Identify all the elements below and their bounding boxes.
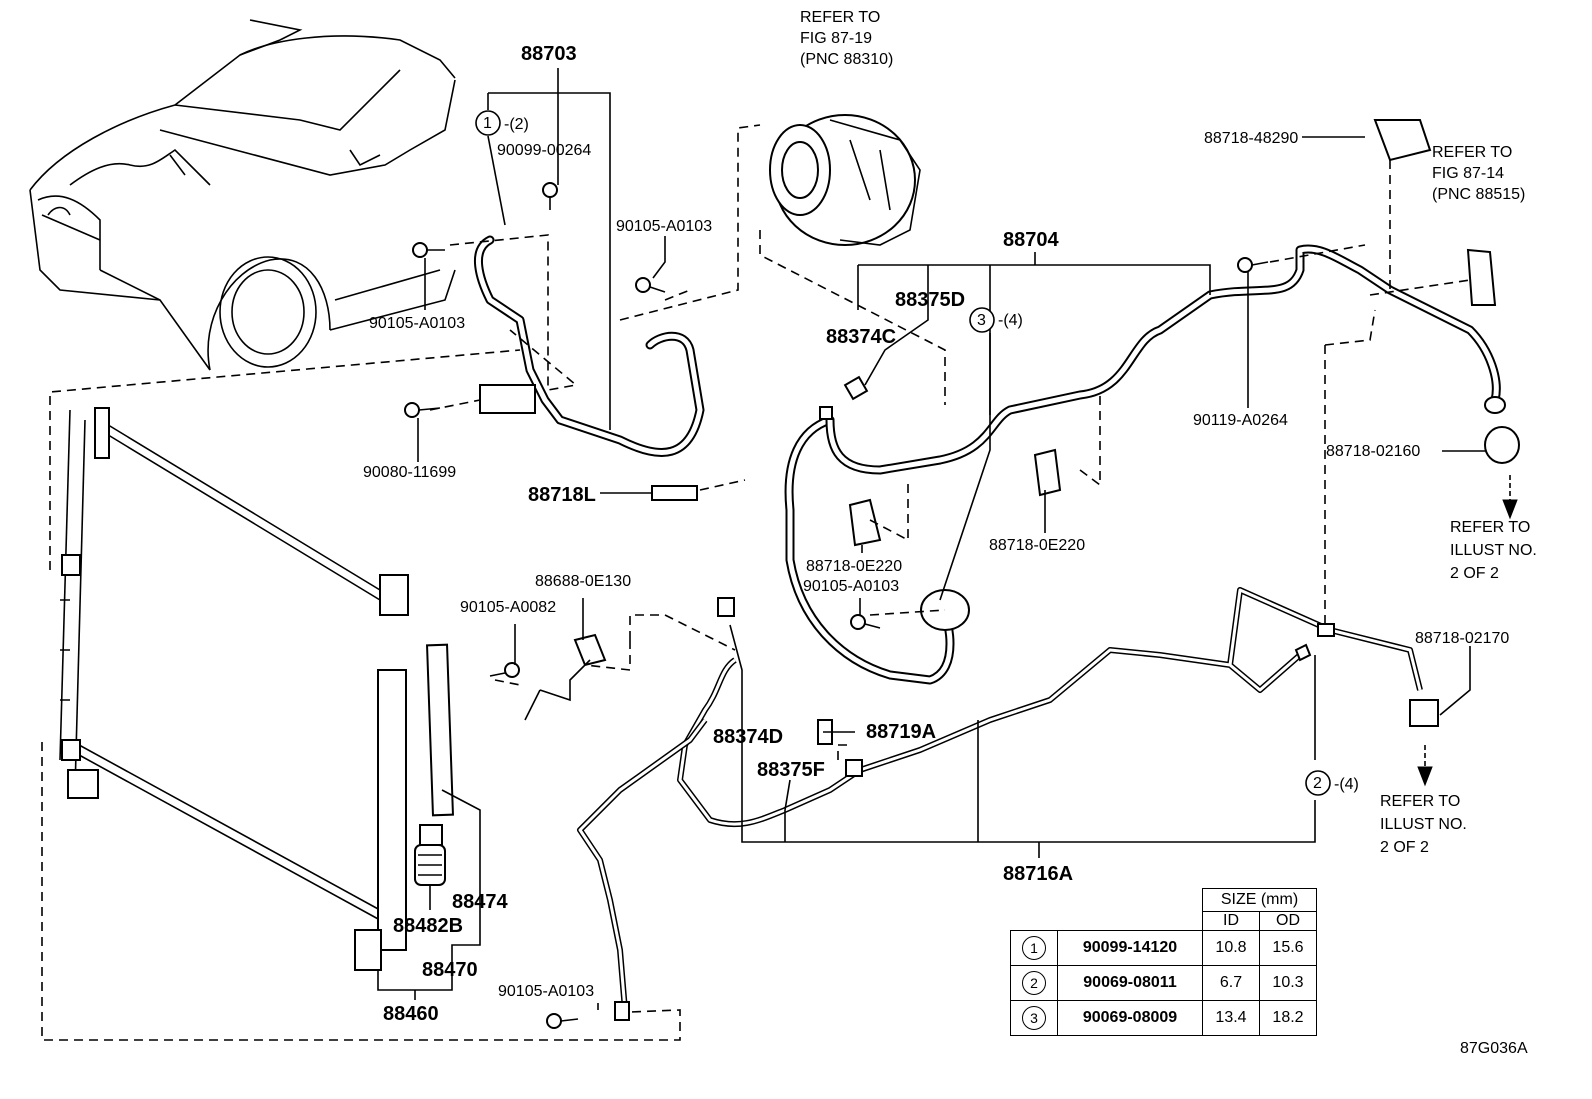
- refer-fig-87-14-l2: FIG 87-14: [1432, 165, 1504, 182]
- label-88718-48290: 88718-48290: [1204, 130, 1298, 147]
- label-88474: 88474: [452, 891, 508, 913]
- label-88374C: 88374C: [826, 326, 896, 348]
- circle-1-text: 1: [483, 115, 492, 132]
- label-88375D: 88375D: [895, 289, 965, 311]
- col-id: ID: [1202, 911, 1260, 931]
- refer-illust-b-l3: 2 OF 2: [1380, 839, 1429, 856]
- part-labels: 88703 1 -(2) 90099-00264 90105-A0103 901…: [363, 9, 1537, 1025]
- table-row: 2 90069-08011 6.7 10.3: [1010, 965, 1317, 1001]
- label-88718L: 88718L: [528, 484, 596, 506]
- label-88718-02170: 88718-02170: [1415, 630, 1509, 647]
- vehicle-illustration: [29, 19, 456, 371]
- row-id: 10.8: [1202, 930, 1260, 966]
- label-88718-0E220-b: 88718-0E220: [806, 558, 902, 575]
- circle-2-text: 2: [1313, 775, 1322, 792]
- circle-refs: [475, 110, 1331, 796]
- small-parts: [524, 119, 1520, 1021]
- row-part: 90069-08009: [1057, 1000, 1203, 1036]
- row-od: 10.3: [1259, 965, 1317, 1001]
- label-90105-A0103-d: 90105-A0103: [498, 983, 594, 1000]
- table-row: 3 90069-08009 13.4 18.2: [1010, 1000, 1317, 1036]
- col-od: OD: [1259, 911, 1317, 931]
- refer-fig-87-19-l1: REFER TO: [800, 9, 880, 26]
- label-88703: 88703: [521, 43, 577, 65]
- label-88718-0E220-a: 88718-0E220: [989, 537, 1085, 554]
- label-90080-11699: 90080-11699: [363, 464, 456, 481]
- row-number: 3: [1022, 1006, 1046, 1030]
- label-90105-A0103-a: 90105-A0103: [616, 218, 712, 235]
- row-part: 90099-14120: [1057, 930, 1203, 966]
- label-88704: 88704: [1003, 229, 1059, 251]
- row-od: 15.6: [1259, 930, 1317, 966]
- label-88482B: 88482B: [393, 915, 463, 937]
- bolts: [404, 182, 1269, 1029]
- refer-fig-87-19-l2: FIG 87-19: [800, 30, 872, 47]
- label-90105-A0082: 90105-A0082: [460, 599, 556, 616]
- label-88470: 88470: [422, 959, 478, 981]
- suction-hose-88704: [784, 244, 1506, 685]
- refer-fig-87-14-l1: REFER TO: [1432, 144, 1512, 161]
- refer-illust-b-l2: ILLUST NO.: [1380, 816, 1467, 833]
- row-part: 90069-08011: [1057, 965, 1203, 1001]
- refer-illust-a-l1: REFER TO: [1450, 519, 1530, 536]
- label-88460: 88460: [383, 1003, 439, 1025]
- refer-arrows: [1417, 475, 1518, 787]
- label-90099-00264: 90099-00264: [497, 142, 591, 159]
- refer-illust-a-l2: ILLUST NO.: [1450, 542, 1537, 559]
- label-88688-0E130: 88688-0E130: [535, 573, 631, 590]
- label-circle2-ref: -(4): [1334, 776, 1359, 793]
- refer-fig-87-14-l3: (PNC 88515): [1432, 186, 1525, 203]
- refer-illust-a-l3: 2 OF 2: [1450, 565, 1499, 582]
- row-number: 1: [1022, 936, 1046, 960]
- leader-lines: [377, 68, 1486, 1010]
- refer-fig-87-19-l3: (PNC 88310): [800, 51, 893, 68]
- compressor: [769, 114, 921, 246]
- liquid-pipe-88716A: [577, 587, 1423, 1011]
- receiver-dryer: [414, 643, 454, 886]
- dashed-reference-lines: [41, 124, 1471, 1041]
- label-circle1-ref: -(2): [504, 116, 529, 133]
- condenser-assembly: [59, 407, 409, 971]
- label-90119-A0264: 90119-A0264: [1193, 412, 1288, 429]
- discharge-hose-88703: [473, 235, 705, 457]
- label-88716A: 88716A: [1003, 863, 1073, 885]
- row-id: 6.7: [1202, 965, 1260, 1001]
- label-88374D: 88374D: [713, 726, 783, 748]
- label-90105-A0103-c: 90105-A0103: [803, 578, 899, 595]
- row-od: 18.2: [1259, 1000, 1317, 1036]
- size-header: SIZE (mm): [1202, 888, 1317, 912]
- row-id: 13.4: [1202, 1000, 1260, 1036]
- label-88718-02160: 88718-02160: [1326, 443, 1420, 460]
- figure-id: 87G036A: [1460, 1040, 1528, 1057]
- table-row: 1 90099-14120 10.8 15.6: [1010, 930, 1317, 966]
- refer-illust-b-l1: REFER TO: [1380, 793, 1460, 810]
- size-table: SIZE (mm) ID OD 1 90099-14120 10.8 15.6 …: [1010, 888, 1317, 1036]
- label-circle3-ref: -(4): [998, 312, 1023, 329]
- row-number: 2: [1022, 971, 1046, 995]
- label-90105-A0103-b: 90105-A0103: [369, 315, 465, 332]
- label-88375F: 88375F: [757, 759, 825, 781]
- label-88719A: 88719A: [866, 721, 936, 743]
- circle-3-text: 3: [977, 312, 986, 329]
